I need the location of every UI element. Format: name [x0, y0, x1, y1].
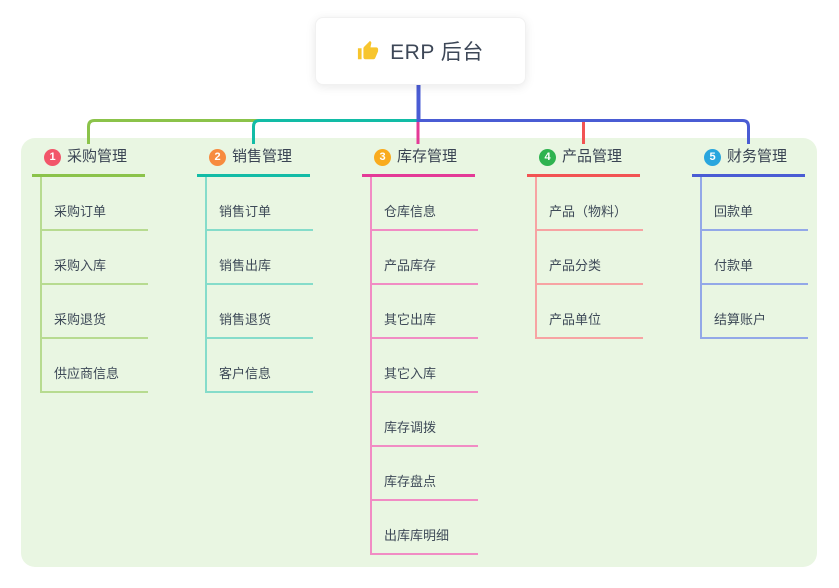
child-node[interactable]: 供应商信息 [42, 339, 148, 393]
child-node[interactable]: 产品（物料） [537, 177, 643, 231]
child-node[interactable]: 其它出库 [372, 285, 478, 339]
branch-label: 产品管理 [562, 148, 623, 165]
branch-label: 库存管理 [397, 148, 458, 165]
branch-children: 销售订单 销售出库 销售退货 客户信息 [205, 177, 313, 393]
child-node[interactable]: 销售订单 [207, 177, 313, 231]
branch-purchase: 1 采购管理 采购订单 采购入库 采购退货 供应商信息 [32, 146, 148, 393]
child-node[interactable]: 回款单 [702, 177, 808, 231]
thumbs-up-icon [358, 40, 379, 60]
mindmap-canvas [21, 138, 817, 567]
branch-number-badge: 2 [209, 148, 226, 166]
branch-number-badge: 3 [374, 148, 391, 166]
branch-label: 财务管理 [727, 148, 788, 165]
branch-title-finance[interactable]: 5 财务管理 [692, 146, 805, 177]
child-node[interactable]: 采购退货 [42, 285, 148, 339]
child-node[interactable]: 采购入库 [42, 231, 148, 285]
branch-number-badge: 1 [44, 148, 61, 166]
child-node[interactable]: 客户信息 [207, 339, 313, 393]
child-node[interactable]: 库存盘点 [372, 447, 478, 501]
child-node[interactable]: 销售出库 [207, 231, 313, 285]
child-node[interactable]: 付款单 [702, 231, 808, 285]
branch-title-inventory[interactable]: 3 库存管理 [362, 146, 475, 177]
child-node[interactable]: 产品库存 [372, 231, 478, 285]
child-node[interactable]: 仓库信息 [372, 177, 478, 231]
branch-children: 产品（物料） 产品分类 产品单位 [535, 177, 643, 339]
child-node[interactable]: 采购订单 [42, 177, 148, 231]
child-node[interactable]: 产品分类 [537, 231, 643, 285]
branch-title-sales[interactable]: 2 销售管理 [197, 146, 310, 177]
child-node[interactable]: 产品单位 [537, 285, 643, 339]
branch-inventory: 3 库存管理 仓库信息 产品库存 其它出库 其它入库 库存调拨 库存盘点 出库库… [362, 146, 478, 555]
branch-title-product[interactable]: 4 产品管理 [527, 146, 640, 177]
branch-sales: 2 销售管理 销售订单 销售出库 销售退货 客户信息 [197, 146, 313, 393]
branch-children: 采购订单 采购入库 采购退货 供应商信息 [40, 177, 148, 393]
branch-label: 采购管理 [67, 148, 128, 165]
branch-finance: 5 财务管理 回款单 付款单 结算账户 [692, 146, 808, 339]
branch-label: 销售管理 [232, 148, 293, 165]
child-node[interactable]: 其它入库 [372, 339, 478, 393]
child-node[interactable]: 结算账户 [702, 285, 808, 339]
branch-number-badge: 5 [704, 148, 721, 166]
child-node[interactable]: 销售退货 [207, 285, 313, 339]
branch-children: 仓库信息 产品库存 其它出库 其它入库 库存调拨 库存盘点 出库库明细 [370, 177, 478, 555]
child-node[interactable]: 库存调拨 [372, 393, 478, 447]
root-node[interactable]: ERP 后台 [315, 17, 526, 85]
branch-title-purchase[interactable]: 1 采购管理 [32, 146, 145, 177]
root-node-title: ERP 后台 [390, 41, 484, 64]
branch-number-badge: 4 [539, 148, 556, 166]
branch-children: 回款单 付款单 结算账户 [700, 177, 808, 339]
branch-product: 4 产品管理 产品（物料） 产品分类 产品单位 [527, 146, 643, 339]
child-node[interactable]: 出库库明细 [372, 501, 478, 555]
